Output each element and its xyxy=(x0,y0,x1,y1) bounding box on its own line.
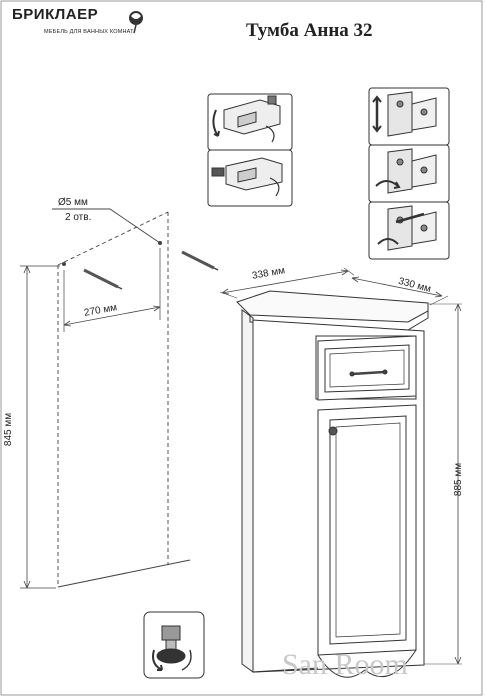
watermark: San Room xyxy=(282,648,408,681)
rose-icon xyxy=(129,11,143,34)
hole-count-label: 2 отв. xyxy=(65,212,92,223)
hole-leader xyxy=(52,208,161,244)
drawer-handle xyxy=(351,370,386,376)
leg-adjust-inset xyxy=(143,611,205,679)
hinge-adjust-panel xyxy=(368,87,450,260)
door-knob xyxy=(328,426,338,436)
arrow-marker-icon xyxy=(267,95,277,105)
screw-left xyxy=(83,268,123,290)
hinge-install-panel xyxy=(207,93,293,207)
wall-outline xyxy=(57,211,169,585)
height-label: 885 мм xyxy=(453,462,465,497)
page-title: Тумба Анна 32 xyxy=(246,20,373,41)
hole-diameter-label: Ø5 мм xyxy=(58,197,88,208)
rotate-arrow-icon xyxy=(152,649,163,671)
floor-line xyxy=(57,559,191,588)
screw-right xyxy=(181,250,219,271)
spacing-dim-line xyxy=(63,306,161,326)
depth-dim-line xyxy=(351,277,443,297)
brand-tagline: МЕБЕЛЬ ДЛЯ ВАННЫХ КОМНАТ xyxy=(44,29,134,35)
brand-name: БРИКЛАЕР xyxy=(12,6,99,23)
cabinet xyxy=(236,290,429,678)
width-dim-line xyxy=(221,270,349,294)
screwdriver-icon xyxy=(211,167,225,177)
cabinet-dims xyxy=(219,267,462,665)
hole-left xyxy=(61,261,67,267)
wall-diagram xyxy=(20,208,219,589)
mount-height-label: 845 мм xyxy=(3,412,15,447)
